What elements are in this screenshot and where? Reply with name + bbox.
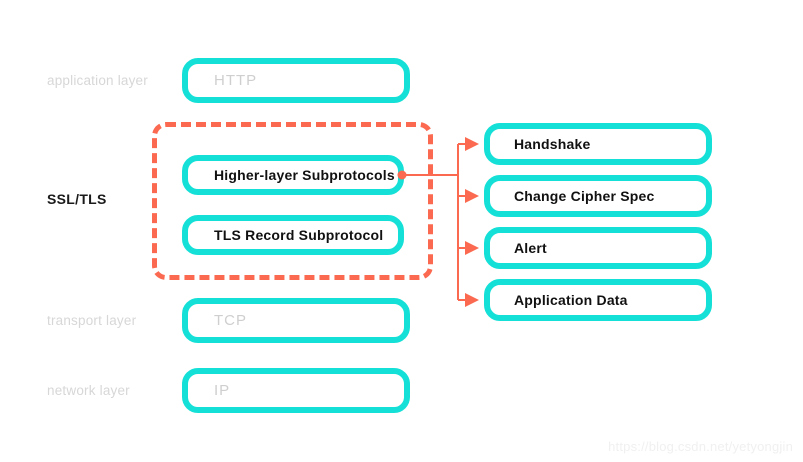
box-http[interactable]: HTTP (182, 58, 410, 103)
box-tls-record-subprotocol[interactable]: TLS Record Subprotocol (182, 215, 404, 255)
layer-label-application: application layer (47, 73, 148, 88)
box-tcp-label: TCP (214, 312, 247, 329)
ssl-tls-region-outline (152, 122, 433, 280)
box-application-data-label: Application Data (514, 292, 628, 308)
box-change-cipher-spec[interactable]: Change Cipher Spec (484, 175, 712, 217)
box-alert[interactable]: Alert (484, 227, 712, 269)
box-higher-layer-subprotocols[interactable]: Higher-layer Subprotocols (182, 155, 404, 195)
box-http-label: HTTP (214, 72, 258, 89)
layer-label-network: network layer (47, 383, 130, 398)
layer-label-transport: transport layer (47, 313, 137, 328)
box-tcp[interactable]: TCP (182, 298, 410, 343)
box-higher-layer-subprotocols-label: Higher-layer Subprotocols (214, 167, 395, 183)
layer-label-ssl-tls: SSL/TLS (47, 191, 107, 207)
box-change-cipher-spec-label: Change Cipher Spec (514, 188, 655, 204)
box-ip-label: IP (214, 382, 231, 399)
box-handshake-label: Handshake (514, 136, 591, 152)
box-alert-label: Alert (514, 240, 547, 256)
box-handshake[interactable]: Handshake (484, 123, 712, 165)
box-ip[interactable]: IP (182, 368, 410, 413)
watermark-text: https://blog.csdn.net/yetyongjin (608, 439, 793, 454)
box-tls-record-subprotocol-label: TLS Record Subprotocol (214, 227, 384, 243)
box-application-data[interactable]: Application Data (484, 279, 712, 321)
